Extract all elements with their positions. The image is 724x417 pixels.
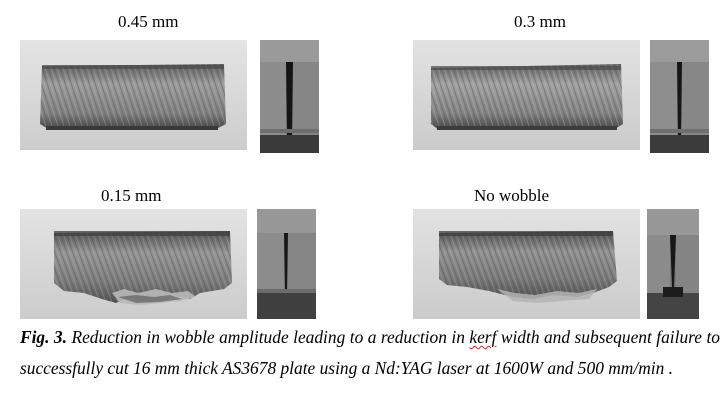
panel-label-015: 0.15 mm bbox=[101, 186, 162, 205]
figure-caption: Fig. 3. Reduction in wobble amplitude le… bbox=[20, 322, 720, 383]
cut-face-photo-045 bbox=[20, 40, 247, 150]
caption-text-end: width and subsequent failure to successf… bbox=[20, 327, 720, 378]
kerf-section-photo-015 bbox=[257, 209, 316, 319]
cut-face-photo-015 bbox=[20, 209, 247, 319]
kerf-section-photo-no-wobble bbox=[647, 209, 699, 319]
caption-spellcheck-word: kerf bbox=[469, 327, 497, 347]
panel-label-03: 0.3 mm bbox=[514, 12, 566, 31]
cut-face-photo-03 bbox=[413, 40, 640, 150]
panel-label-045: 0.45 mm bbox=[118, 12, 179, 31]
cut-face-photo-no-wobble bbox=[413, 209, 640, 319]
figure-label: Fig. 3. bbox=[20, 327, 67, 347]
panel-label-no-wobble: No wobble bbox=[474, 186, 550, 205]
kerf-section-photo-045 bbox=[260, 40, 319, 153]
kerf-section-photo-03 bbox=[650, 40, 709, 153]
caption-text-start: Reduction in wobble amplitude leading to… bbox=[66, 327, 470, 347]
